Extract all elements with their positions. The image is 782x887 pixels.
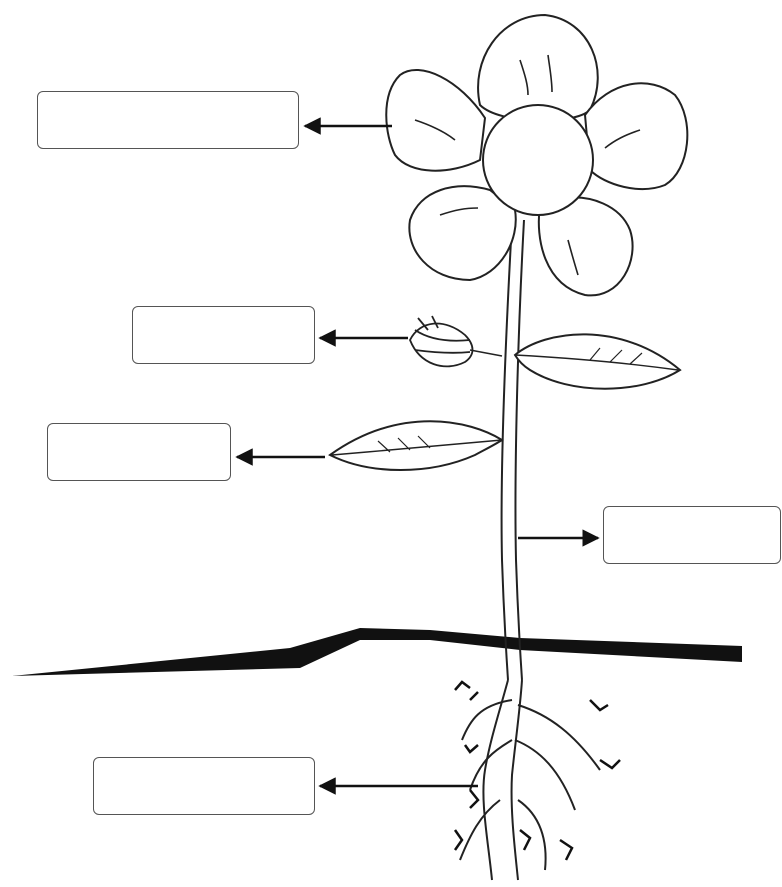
leaf-upper-right <box>515 334 680 388</box>
label-box-stem[interactable] <box>603 506 781 564</box>
label-box-flower[interactable] <box>37 91 299 149</box>
petal-right-upper <box>585 83 687 189</box>
label-box-root[interactable] <box>93 757 315 815</box>
flower-center <box>483 105 593 215</box>
flower <box>386 15 687 295</box>
root-hairs <box>455 682 620 860</box>
petal-left-upper <box>386 70 485 171</box>
stem <box>502 220 524 680</box>
leaf-left <box>330 421 502 470</box>
flower-bud <box>410 316 502 366</box>
label-box-leaf[interactable] <box>47 423 231 481</box>
label-box-bud[interactable] <box>132 306 315 364</box>
roots <box>460 680 600 880</box>
ground-line <box>12 628 742 676</box>
